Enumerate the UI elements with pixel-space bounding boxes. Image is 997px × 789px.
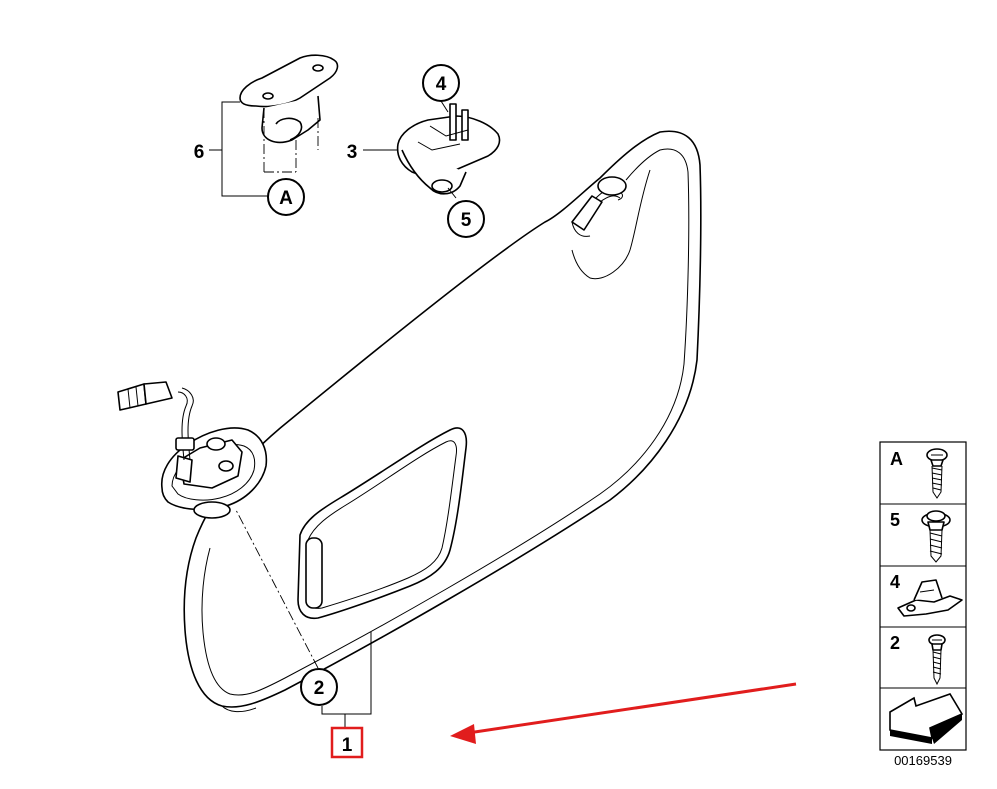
screw-icon	[926, 448, 948, 499]
callout-3: 3	[347, 142, 358, 163]
callout-5: 5	[447, 200, 485, 238]
svg-text:2: 2	[890, 633, 900, 653]
svg-text:1: 1	[342, 735, 353, 756]
legend-item-A: A	[890, 448, 948, 499]
fastener-legend: A 5 4	[879, 441, 967, 751]
callout-6: 6	[194, 142, 205, 163]
visor-cable	[571, 176, 627, 237]
svg-text:5: 5	[890, 510, 900, 530]
legend-item-4: 4	[890, 572, 963, 617]
legend-item-5: 5	[890, 510, 951, 563]
svg-text:2: 2	[314, 678, 325, 699]
clip-icon	[897, 579, 963, 617]
callout-1-highlight: 1	[330, 726, 364, 759]
bracket-part-6	[239, 54, 339, 173]
sun-visor	[183, 130, 702, 713]
leader-lines	[209, 100, 457, 728]
callout-4: 4	[422, 64, 460, 102]
svg-text:A: A	[279, 188, 293, 209]
svg-text:A: A	[890, 449, 903, 469]
red-pointer-arrow	[450, 682, 797, 744]
callout-A: A	[267, 178, 305, 216]
drawing-code: 00169539	[894, 753, 952, 768]
forward-arrow-icon	[889, 693, 964, 744]
screw-with-washer-icon	[921, 510, 951, 563]
visor-wiring-connector	[117, 381, 195, 461]
callout-2: 2	[300, 668, 338, 706]
legend-item-2: 2	[890, 633, 946, 686]
mount-part-3	[396, 103, 501, 195]
svg-text:4: 4	[890, 572, 900, 592]
screw-icon	[928, 634, 946, 686]
svg-text:5: 5	[461, 210, 472, 231]
svg-text:4: 4	[436, 74, 447, 95]
